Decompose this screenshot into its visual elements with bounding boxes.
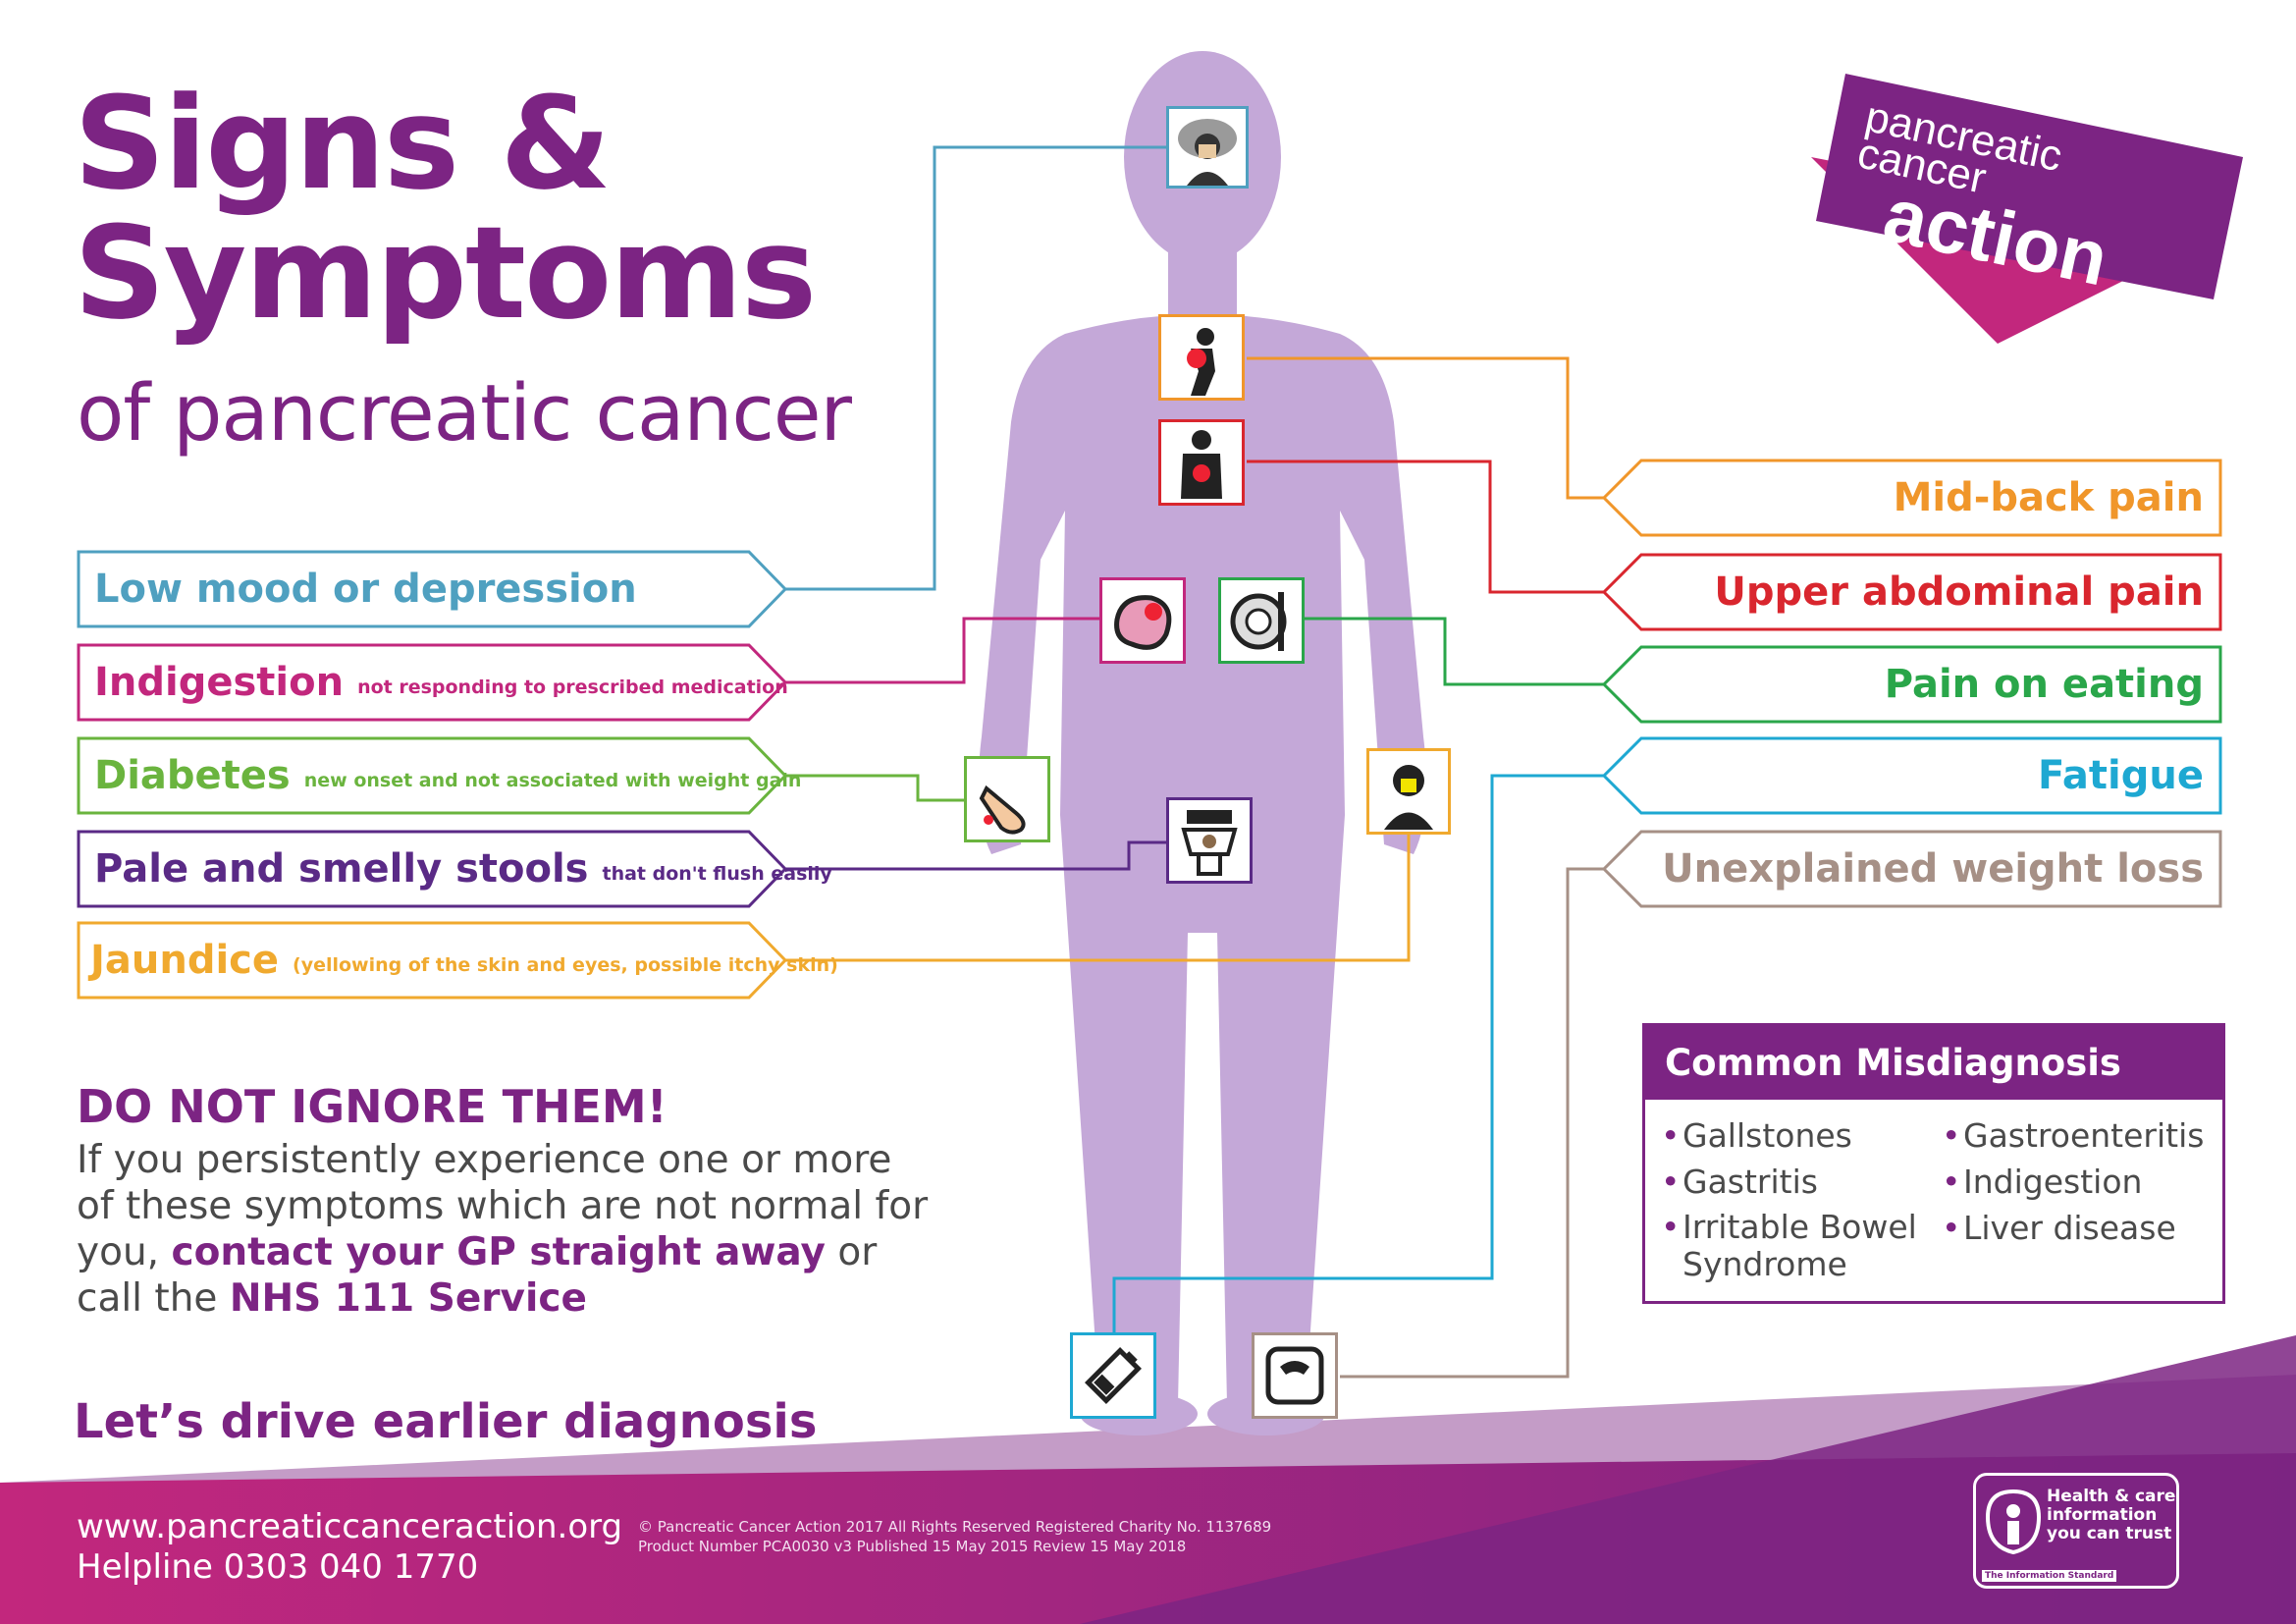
back-pain-icon <box>1158 314 1245 401</box>
legal-line-1: © Pancreatic Cancer Action 2017 All Righ… <box>638 1518 1272 1536</box>
symptom-label: Pale and smelly stools <box>94 846 589 892</box>
symptom-label: Low mood or depression <box>94 567 637 612</box>
pain-on-eating-icon <box>1218 577 1305 664</box>
symptom-note: not responding to prescribed medication <box>357 677 788 698</box>
list-item: Gallstones <box>1661 1112 1926 1159</box>
fatigue-icon <box>1070 1332 1156 1419</box>
page-subtitle: of pancreatic cancer <box>77 368 852 459</box>
list-item: Gastroenteritis <box>1942 1112 2216 1159</box>
symptom-label: Pain on eating <box>1884 662 2204 707</box>
symptom-tag-weight-loss: Unexplained weight loss <box>1600 830 2223 908</box>
helpline: Helpline 0303 040 1770 <box>77 1547 479 1587</box>
list-item: Irritable Bowel Syndrome <box>1661 1205 1926 1283</box>
nhs-111-highlight: NHS 111 Service <box>229 1276 587 1321</box>
list-item: Indigestion <box>1942 1159 2216 1205</box>
symptom-label: Unexplained weight loss <box>1662 846 2204 892</box>
title-line-1: Signs & <box>74 69 612 218</box>
contact-gp-highlight: contact your GP straight away <box>171 1230 826 1274</box>
list-item: Liver disease <box>1942 1205 2216 1251</box>
diabetes-icon <box>964 756 1050 842</box>
symptom-tag-mid-back-pain: Mid-back pain <box>1600 459 2223 537</box>
misdiagnosis-col-1: Gallstones Gastritis Irritable Bowel Syn… <box>1661 1112 1926 1283</box>
warning-text-2: or call the <box>77 1230 878 1321</box>
website-link[interactable]: www.pancreaticcanceraction.org <box>77 1507 623 1546</box>
abdominal-pain-icon <box>1158 419 1245 506</box>
warning-body: If you persistently experience one or mo… <box>77 1137 940 1322</box>
symptom-label: Indigestion <box>94 660 345 705</box>
symptom-tag-upper-abdominal-pain: Upper abdominal pain <box>1600 553 2223 631</box>
symptom-label: Diabetes <box>94 753 291 798</box>
symptom-tag-fatigue: Fatigue <box>1600 736 2223 815</box>
warning-text-1: If you persistently experience one or mo… <box>77 1138 929 1274</box>
stools-icon <box>1166 797 1253 884</box>
symptom-tag-jaundice: Jaundice (yellowing of the skin and eyes,… <box>77 921 838 1000</box>
legal-line-2: Product Number PCA0030 v3 Published 15 M… <box>638 1538 1187 1555</box>
misdiagnosis-col-2: Gastroenteritis Indigestion Liver diseas… <box>1942 1112 2216 1251</box>
symptom-tag-indigestion: Indigestion not responding to prescribed … <box>77 643 788 722</box>
page-title: Signs & Symptoms <box>74 69 817 348</box>
symptom-label: Jaundice <box>90 938 280 983</box>
symptom-label: Upper abdominal pain <box>1714 569 2204 615</box>
misdiagnosis-box: Common Misdiagnosis Gallstones Gastritis… <box>1642 1023 2225 1304</box>
symptom-tag-stools: Pale and smelly stools that don't flush e… <box>77 830 832 908</box>
symptom-tag-diabetes: Diabetes new onset and not associated wit… <box>77 736 801 815</box>
symptom-label: Mid-back pain <box>1893 475 2204 520</box>
information-standard-icon <box>1985 1489 2042 1555</box>
weight-loss-icon <box>1252 1332 1338 1419</box>
symptom-note: new onset and not associated with weight… <box>303 770 802 791</box>
symptom-tag-low-mood: Low mood or depression <box>77 550 788 628</box>
symptom-note: (yellowing of the skin and eyes, possibl… <box>293 954 838 976</box>
badge-line-1: Health & care <box>2047 1487 2176 1506</box>
list-item: Gastritis <box>1661 1159 1926 1205</box>
title-line-2: Symptoms <box>74 198 817 348</box>
badge-line-3: you can trust <box>2047 1524 2172 1543</box>
slogan: Let’s drive earlier diagnosis <box>74 1394 818 1449</box>
indigestion-icon <box>1099 577 1186 664</box>
warning-title: DO NOT IGNORE THEM! <box>77 1080 667 1133</box>
badge-small-text: The Information Standard <box>1982 1570 2117 1582</box>
symptom-note: that don't flush easily <box>602 863 832 885</box>
symptom-label: Fatigue <box>2037 753 2204 798</box>
information-standard-badge: Health & care information you can trust … <box>1973 1473 2179 1589</box>
misdiagnosis-title: Common Misdiagnosis <box>1645 1026 2222 1100</box>
pancreatic-cancer-action-logo: pancreatic cancer action <box>1811 74 2243 349</box>
badge-line-2: information <box>2047 1505 2158 1525</box>
jaundice-icon <box>1366 748 1451 835</box>
symptom-tag-pain-on-eating: Pain on eating <box>1600 645 2223 724</box>
depression-icon <box>1166 106 1249 189</box>
